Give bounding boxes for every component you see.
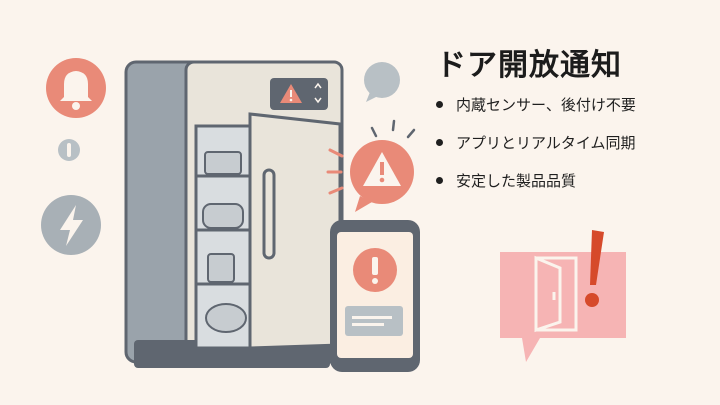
bell-icon	[46, 58, 106, 118]
feature-item: アプリとリアルタイム同期	[434, 134, 636, 152]
chat-bubble-icon	[364, 62, 400, 102]
smartphone	[330, 220, 420, 372]
feature-item: 内蔵センサー、後付け不要	[434, 96, 636, 114]
refrigerator	[124, 60, 344, 368]
dot-icon	[58, 139, 80, 161]
feature-item: 安定した製品品質	[434, 172, 636, 190]
door-open-icon	[500, 230, 626, 362]
warning-icon	[326, 119, 416, 212]
slide-title: ドア開放通知	[436, 48, 622, 83]
feature-list: 内蔵センサー、後付け不要 アプリとリアルタイム同期 安定した製品品質	[434, 96, 636, 210]
lightning-icon	[41, 195, 101, 255]
